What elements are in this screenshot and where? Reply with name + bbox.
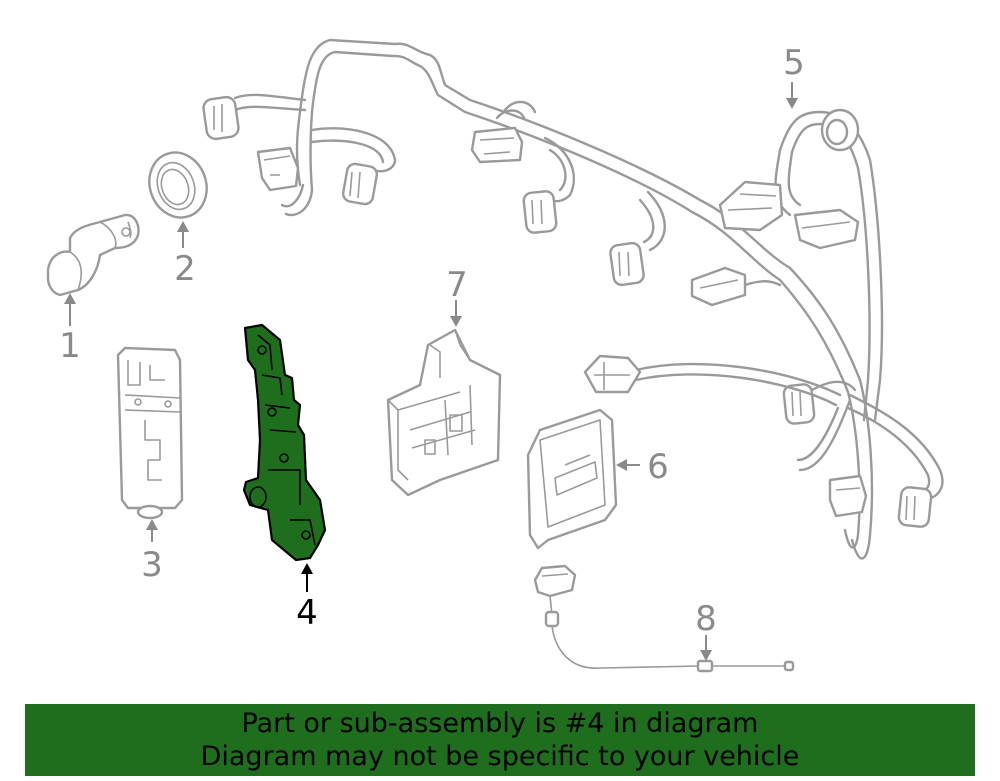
arrowhead-2 [177,221,189,232]
callout-4: 4 [296,593,318,633]
arrowhead-6 [616,459,627,471]
callout-2: 2 [174,249,196,289]
ring-part-2[interactable] [140,144,215,225]
wiring-harness-part-5[interactable] [202,38,944,560]
callout-numbers: 1 2 3 4 5 6 7 8 [59,43,805,639]
notice-banner: Part or sub-assembly is #4 in diagram Di… [25,704,975,776]
arrowhead-5 [786,98,798,109]
banner-line-1: Part or sub-assembly is #4 in diagram [241,708,759,739]
arrowhead-1 [64,293,76,304]
parts-diagram: 1 2 3 4 5 6 7 8 [46,38,944,673]
banner-line-2: Diagram may not be specific to your vehi… [200,741,800,772]
callout-1: 1 [59,326,81,366]
callout-3: 3 [141,545,163,585]
callout-5: 5 [783,43,805,83]
mount-box-part-7[interactable] [386,328,502,497]
module-part-6[interactable] [526,408,618,550]
cable-part-8[interactable] [533,564,795,673]
arrowhead-3 [146,519,158,530]
callout-6: 6 [647,447,669,487]
sensor-part-1[interactable] [46,213,140,297]
arrowhead-8 [700,650,712,661]
callout-7: 7 [446,265,468,305]
callout-leaders [64,82,798,661]
arrowhead-4 [301,563,313,574]
callout-8: 8 [695,599,717,639]
bracket-part-4-highlighted[interactable] [242,323,327,562]
bracket-part-3[interactable] [116,346,184,520]
arrowhead-7 [450,316,462,327]
